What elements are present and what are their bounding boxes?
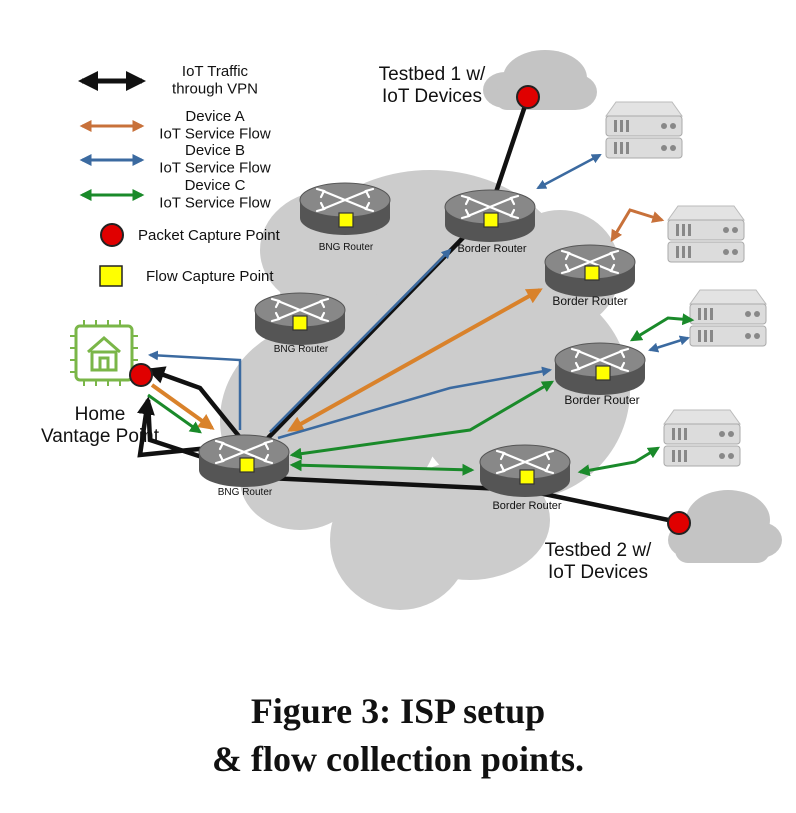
bng-router-label: BNG Router (274, 344, 329, 355)
server-icon (663, 409, 741, 467)
testbed2-label: Testbed 2 w/IoT Devices (545, 540, 652, 583)
testbed1-label: Testbed 1 w/IoT Devices (379, 64, 486, 107)
server-icon (689, 289, 767, 347)
flow-capture-points (239, 212, 611, 485)
figure-caption-line2: & flow collection points. (212, 739, 584, 779)
border-router-label: Border Router (457, 243, 526, 255)
device-c-flow-paths (147, 313, 695, 477)
device-a-server-link (610, 208, 665, 243)
legend-packet-capture: Packet Capture Point (138, 227, 281, 244)
bng-router-label: BNG Router (218, 487, 273, 498)
border-router-label: Border Router (552, 294, 627, 308)
legend (78, 71, 146, 287)
border-router-label: Border Router (492, 500, 561, 512)
server-icon (667, 205, 745, 263)
legend-flow-capture: Flow Capture Point (146, 268, 274, 285)
packet-capture-points (129, 85, 691, 535)
home-iot-icon (70, 320, 138, 386)
figure-caption-line1: Figure 3: ISP setup (250, 691, 546, 731)
testbed1-cloud-icon (483, 50, 597, 110)
bng-router-label: BNG Router (319, 242, 374, 253)
server-icon (605, 101, 683, 159)
border-router-label: Border Router (564, 393, 639, 407)
testbed2-cloud-icon (668, 490, 782, 563)
